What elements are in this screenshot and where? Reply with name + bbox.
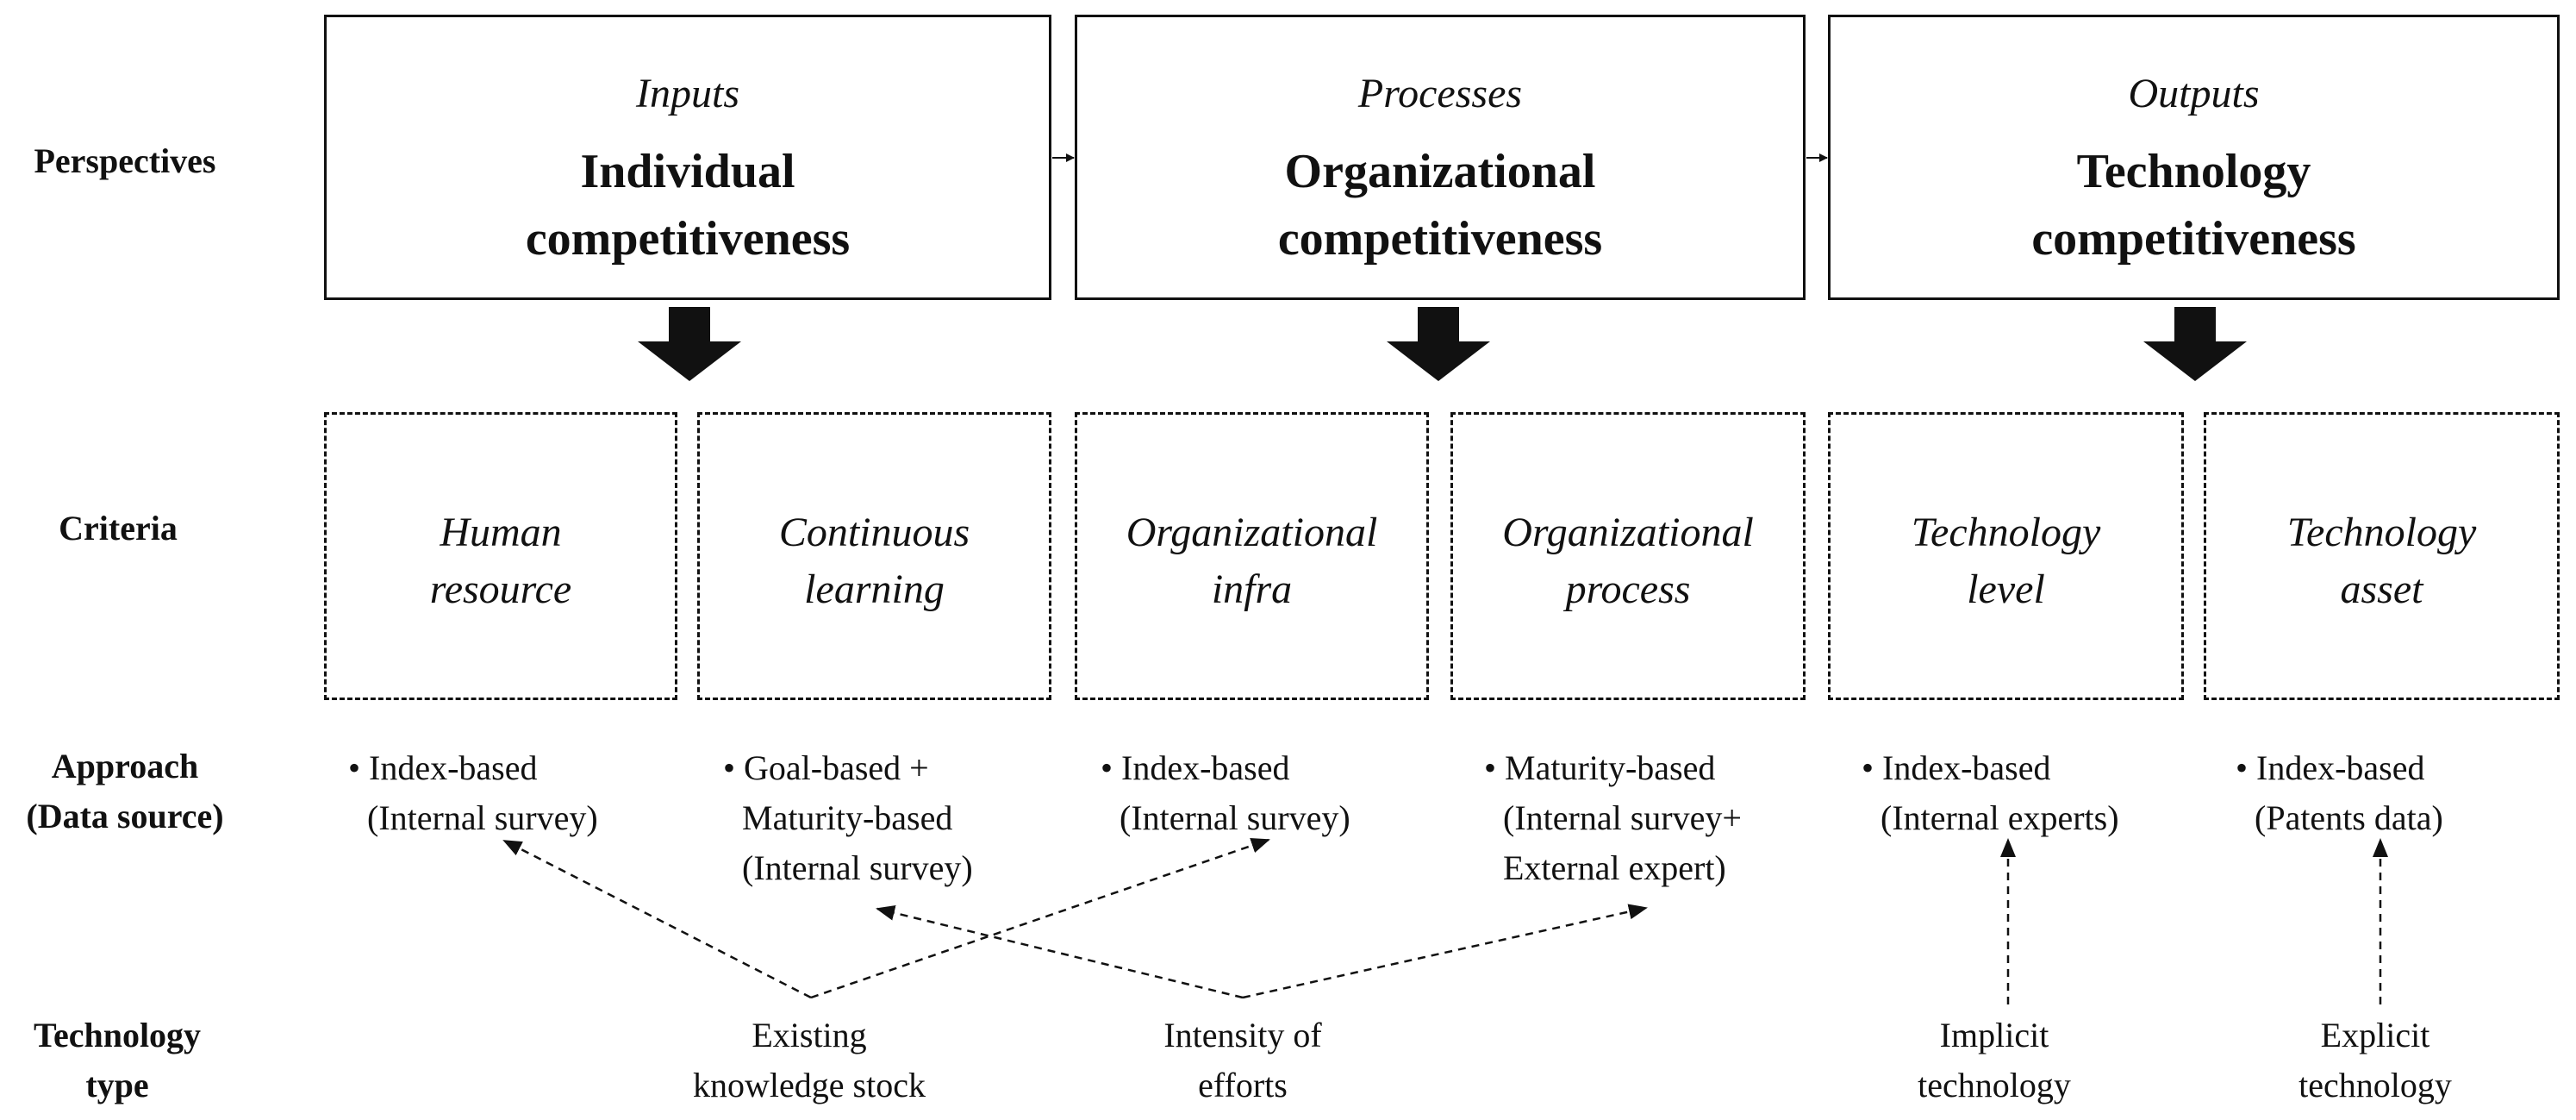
perspective-title: Technology competitiveness <box>1831 138 2557 272</box>
row-label-perspectives: Perspectives <box>0 136 250 186</box>
perspective-box-inputs: Inputs Individual competitiveness <box>324 15 1051 300</box>
dashed-arrow-efforts-to-continuous-learning <box>876 904 1244 999</box>
approach-line: Maturity-based <box>742 798 953 837</box>
criteria-box-technology-asset: Technology asset <box>2204 412 2560 700</box>
criteria-label-line1: Technology <box>2286 510 2477 555</box>
criteria-label-line1: Continuous <box>778 510 970 555</box>
tech-type-line2: technology <box>2298 1066 2452 1104</box>
row-label-approach-line2: (Data source) <box>26 797 224 835</box>
criteria-label-line2: level <box>1967 566 2045 612</box>
perspective-subtitle: Outputs <box>2128 71 2260 116</box>
row-label-approach-line1: Approach <box>51 747 199 785</box>
approach-organizational-infra: • Index-based (Internal survey) <box>1101 743 1350 843</box>
criteria-label-line2: infra <box>1211 566 1293 612</box>
perspective-box-processes: Processes Organizational competitiveness <box>1075 15 1806 300</box>
perspective-title-line1: Individual <box>580 145 795 198</box>
approach-line: (Internal survey) <box>367 798 598 837</box>
approach-line: External expert) <box>1503 848 1726 887</box>
criteria-label: Technology asset <box>2206 504 2557 618</box>
criteria-box-continuous-learning: Continuous learning <box>697 412 1051 700</box>
dashed-arrow-stock-to-organizational-infra <box>810 838 1270 999</box>
criteria-label-line2: asset <box>2340 566 2423 612</box>
perspective-subtitle: Processes <box>1357 71 1523 116</box>
approach-organizational-process: • Maturity-based (Internal survey+ Exter… <box>1484 743 1742 893</box>
criteria-label-line2: learning <box>804 566 945 612</box>
approach-human-resource: • Index-based (Internal survey) <box>348 743 598 843</box>
dashed-arrow-efforts-to-organizational-process <box>1242 904 1648 999</box>
perspective-title-line2: competitiveness <box>1277 212 1603 266</box>
down-arrow-outputs <box>2143 307 2247 381</box>
criteria-label: Organizational infra <box>1077 504 1426 618</box>
criteria-box-human-resource: Human resource <box>324 412 677 700</box>
perspective-title-line2: competitiveness <box>525 212 851 266</box>
row-label-perspectives-text: Perspectives <box>34 141 216 180</box>
tech-type-implicit-technology: Implicit technology <box>1894 1011 2094 1111</box>
row-label-criteria-text: Criteria <box>59 509 178 547</box>
approach-continuous-learning: • Goal-based + Maturity-based (Internal … <box>723 743 973 893</box>
approach-line: (Patents data) <box>2255 798 2443 837</box>
criteria-box-organizational-process: Organizational process <box>1450 412 1806 700</box>
row-label-criteria: Criteria <box>0 504 236 554</box>
approach-line: • Index-based <box>1101 748 1290 787</box>
perspective-title-line2: competitiveness <box>2031 212 2356 266</box>
approach-line: • Index-based <box>348 748 538 787</box>
tech-type-intensity-of-efforts: Intensity of efforts <box>1134 1011 1351 1111</box>
criteria-label: Technology level <box>1831 504 2181 618</box>
row-label-techtype-line1: Technology <box>33 1016 202 1054</box>
row-label-approach: Approach (Data source) <box>0 741 250 842</box>
perspective-subtitle: Inputs <box>636 71 739 116</box>
tech-type-existing-knowledge-stock: Existing knowledge stock <box>686 1011 932 1111</box>
criteria-label-line1: Organizational <box>1502 510 1754 555</box>
approach-line: • Index-based <box>1862 748 2051 787</box>
approach-line: (Internal experts) <box>1881 798 2119 837</box>
criteria-label-line1: Technology <box>1911 510 2101 555</box>
tech-type-line1: Existing <box>752 1016 867 1054</box>
criteria-label: Human resource <box>327 504 675 618</box>
approach-line: • Index-based <box>2236 748 2425 787</box>
tech-type-line1: Explicit <box>2320 1016 2430 1054</box>
approach-line: (Internal survey) <box>742 848 973 887</box>
perspective-title-line1: Technology <box>2076 145 2311 198</box>
perspective-title: Individual competitiveness <box>327 138 1049 272</box>
perspective-title: Organizational competitiveness <box>1077 138 1803 272</box>
tech-type-line2: knowledge stock <box>693 1066 926 1104</box>
tech-type-explicit-technology: Explicit technology <box>2275 1011 2475 1111</box>
criteria-box-organizational-infra: Organizational infra <box>1075 412 1429 700</box>
row-label-techtype-line2: type <box>85 1066 149 1104</box>
tech-type-line1: Intensity of <box>1163 1016 1322 1054</box>
dashed-arrow-stock-to-human-resource <box>502 839 812 999</box>
approach-line: • Maturity-based <box>1484 748 1716 787</box>
criteria-label-line1: Organizational <box>1126 510 1378 555</box>
down-arrow-inputs <box>638 307 741 381</box>
row-label-technology-type: Technology type <box>0 1011 234 1111</box>
criteria-label: Continuous learning <box>700 504 1049 618</box>
perspective-box-outputs: Outputs Technology competitiveness <box>1828 15 2560 300</box>
tech-type-line2: technology <box>1918 1066 2071 1104</box>
approach-line: • Goal-based + <box>723 748 929 787</box>
approach-technology-asset: • Index-based (Patents data) <box>2236 743 2443 843</box>
criteria-label: Organizational process <box>1453 504 1803 618</box>
approach-technology-level: • Index-based (Internal experts) <box>1862 743 2119 843</box>
criteria-label-line1: Human <box>440 510 562 555</box>
tech-type-line1: Implicit <box>1939 1016 2049 1054</box>
criteria-box-technology-level: Technology level <box>1828 412 2184 700</box>
criteria-label-line2: resource <box>429 566 572 612</box>
approach-line: (Internal survey+ <box>1503 798 1742 837</box>
down-arrow-processes <box>1387 307 1490 381</box>
approach-line: (Internal survey) <box>1120 798 1350 837</box>
perspective-title-line1: Organizational <box>1284 145 1596 198</box>
tech-type-line2: efforts <box>1198 1066 1288 1104</box>
criteria-label-line2: process <box>1565 566 1691 612</box>
